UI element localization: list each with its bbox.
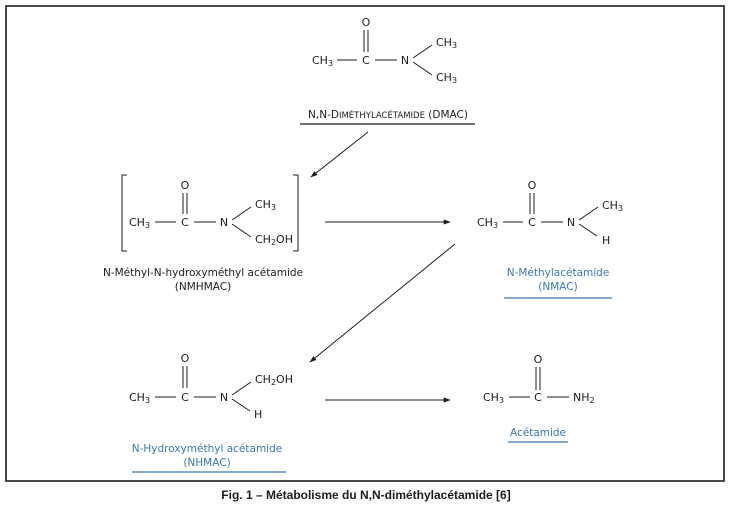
atom-c: C xyxy=(528,216,536,229)
molecule-acetamide: O CH3 C NH2 Acétamide xyxy=(483,353,595,443)
atom-o: O xyxy=(362,16,371,29)
atom-ch3-up: CH3 xyxy=(602,199,623,213)
single-bond xyxy=(231,381,252,396)
atom-ch3-left: CH3 xyxy=(483,391,504,405)
atom-n: N xyxy=(401,54,409,67)
molecule-nhmac: O CH3 C N CH2OH H N-Hydroxyméthyl acétam… xyxy=(129,352,293,473)
atom-c: C xyxy=(181,391,189,404)
atom-n: N xyxy=(220,391,228,404)
atom-ch3-left: CH3 xyxy=(129,391,150,405)
atom-c: C xyxy=(362,54,370,67)
nmhmac-name-line2: (NMHMAC) xyxy=(175,281,231,293)
nmac-name-line2: (NMAC) xyxy=(538,281,577,293)
atom-ch3-left: CH3 xyxy=(477,216,498,230)
single-bond xyxy=(231,398,251,412)
atom-ch3-up: CH3 xyxy=(436,36,457,50)
molecule-dmac: O CH3 C N CH3 CH3 N,N-DIMÉTHYLACÉTAMIDE … xyxy=(300,16,475,125)
acetamide-name: Acétamide xyxy=(510,427,566,439)
atom-ch2oh: CH2OH xyxy=(255,373,293,387)
nmhmac-name-line1: N-Méthyl-N-hydroxyméthyl acétamide xyxy=(103,267,303,279)
left-bracket xyxy=(121,174,127,252)
nhmac-name-line2: (NHMAC) xyxy=(183,457,230,469)
single-bond xyxy=(578,223,598,237)
dmac-name: N,N-DIMÉTHYLACÉTAMIDE (DMAC) xyxy=(308,109,468,121)
atom-ch3-up: CH3 xyxy=(255,198,276,212)
single-bond xyxy=(231,223,252,238)
figure-frame xyxy=(5,5,725,482)
atom-o: O xyxy=(181,179,190,192)
arrow-dmac-to-nmhmac xyxy=(310,131,369,178)
atom-n: N xyxy=(220,216,228,229)
atom-h: H xyxy=(602,234,610,247)
nmac-name-line1: N-Méthylacétamide xyxy=(507,267,610,279)
atom-o: O xyxy=(528,179,537,192)
molecule-nmac: O CH3 C N CH3 H N-Méthylacétamide (NMAC) xyxy=(477,179,623,299)
arrow-nmac-to-nhmac xyxy=(309,243,456,363)
atom-n: N xyxy=(567,216,575,229)
atom-h: H xyxy=(254,408,262,421)
molecule-nmhmac: O CH3 C N CH3 CH2OH N-Méthyl-N-hydroxymé… xyxy=(103,174,303,293)
single-bond xyxy=(412,44,433,59)
figure-caption: Fig. 1 – Métabolisme du N,N-diméthylacét… xyxy=(221,488,510,502)
atom-ch3-left: CH3 xyxy=(129,216,150,230)
atom-o: O xyxy=(534,353,543,366)
single-bond xyxy=(231,206,252,221)
atom-c: C xyxy=(534,391,542,404)
atom-nh2: NH2 xyxy=(573,391,595,405)
right-bracket xyxy=(293,174,299,252)
atom-c: C xyxy=(181,216,189,229)
nhmac-name-line1: N-Hydroxyméthyl acétamide xyxy=(132,443,282,455)
single-bond xyxy=(412,61,433,76)
single-bond xyxy=(578,206,599,221)
atom-o: O xyxy=(181,352,190,365)
atom-ch3-left: CH3 xyxy=(312,54,333,68)
atom-ch3-down: CH3 xyxy=(436,71,457,85)
atom-ch2oh: CH2OH xyxy=(255,233,293,247)
